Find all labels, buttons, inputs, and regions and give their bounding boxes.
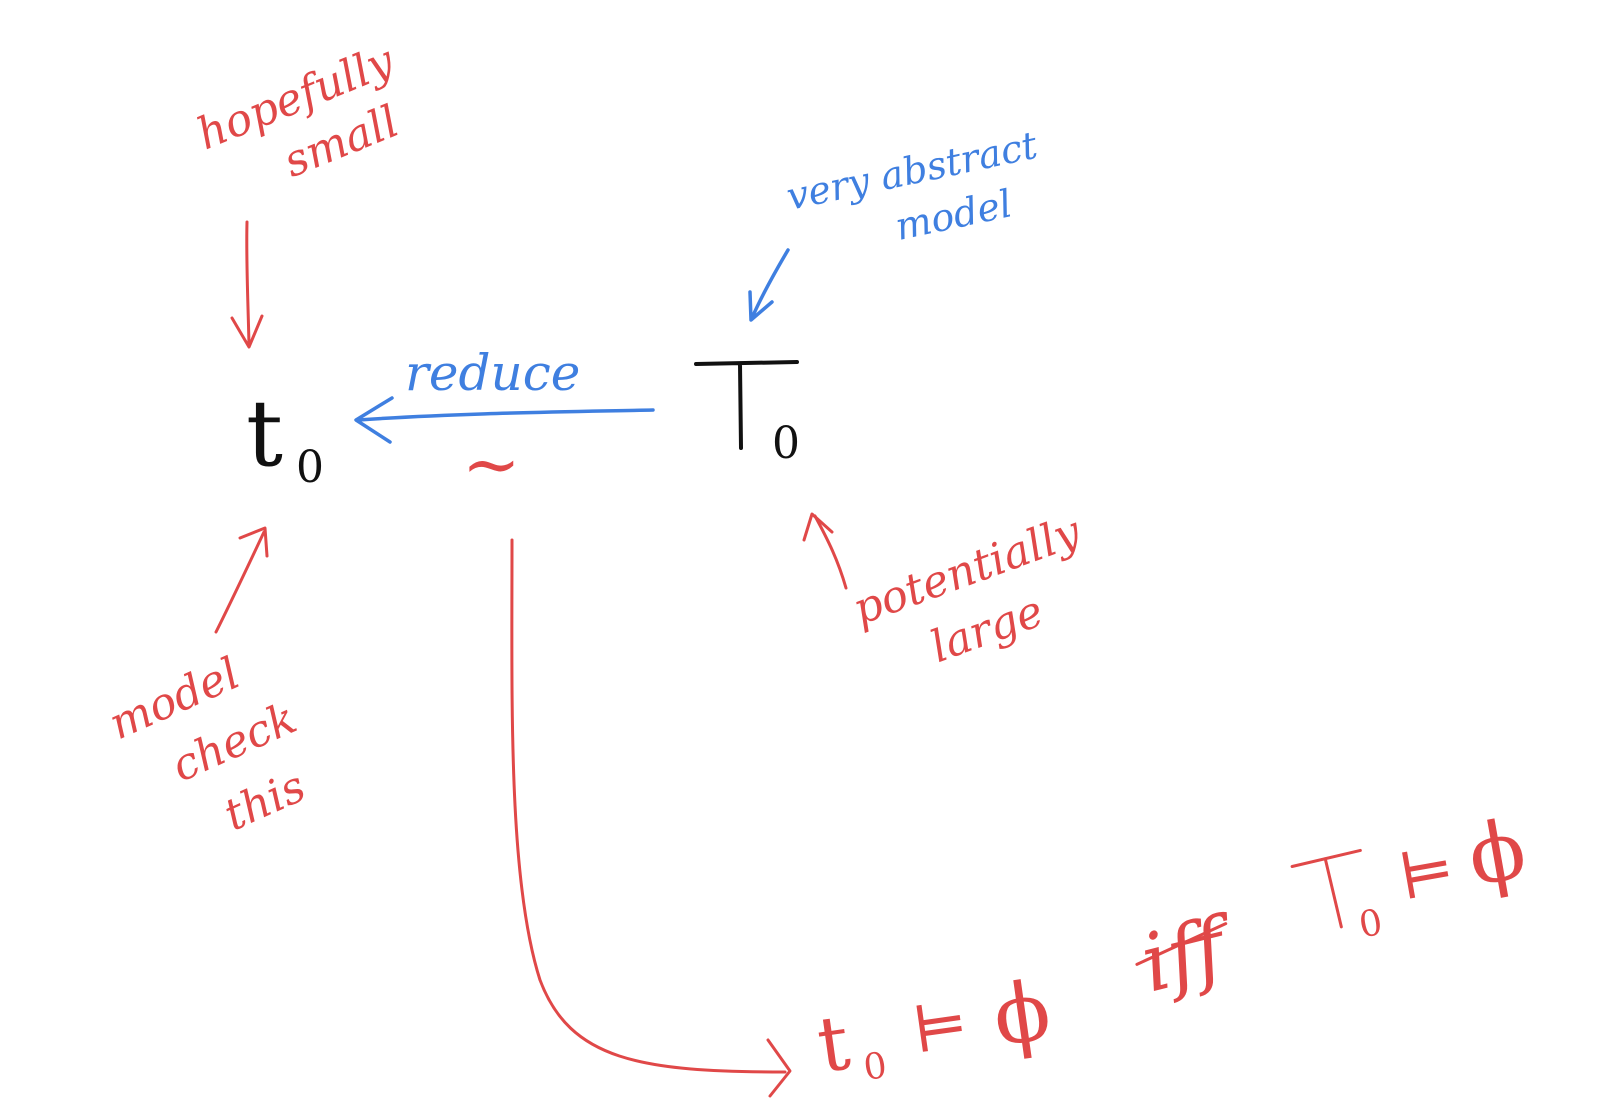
equivalence-rhs-entails: ⊨: [1393, 833, 1460, 915]
equivalence-statement: t 0 ⊨ ϕ iff 0 ⊨ ϕ T: [812, 802, 1533, 1090]
check-note-arrow: [214, 526, 269, 634]
equivalence-rhs-formula: ϕ: [1461, 802, 1533, 905]
node-large-model: 0 T: [694, 360, 800, 469]
large-note: potentially large: [846, 506, 1088, 673]
equivalence-lhs-subscript: 0: [861, 1045, 889, 1089]
abstract-note-arrow: [748, 248, 790, 322]
check-note-line-3: this: [217, 761, 313, 841]
edge-reduce: reduce ~: [354, 344, 655, 505]
node-small-model: t 0: [246, 380, 324, 493]
edge-reduce-label: reduce: [405, 344, 580, 402]
small-note: hopefully small: [190, 35, 406, 188]
node-small-model-symbol: t: [246, 380, 283, 487]
equivalence-rhs-subscript: 0: [1356, 902, 1386, 946]
edge-reduce-relation: ~: [462, 423, 521, 505]
equivalence-arrow: [510, 538, 792, 1098]
equivalence-connective-group: iff: [1132, 897, 1246, 1010]
node-large-model-subscript: 0: [772, 418, 800, 469]
node-small-model-subscript: 0: [296, 442, 324, 493]
large-note-arrow: [802, 512, 848, 590]
check-note: model check this: [102, 648, 313, 841]
equivalence-lhs-entails: ⊨: [908, 988, 973, 1069]
equivalence-connective: iff: [1132, 897, 1246, 1010]
equivalence-lhs-formula: ϕ: [988, 963, 1057, 1065]
equivalence-rhs: 0 ⊨ ϕ T: [1290, 802, 1533, 946]
equivalence-lhs: t 0 ⊨ ϕ: [812, 963, 1057, 1090]
small-note-arrow: [230, 220, 264, 349]
abstract-note: very abstract model: [783, 123, 1042, 249]
equivalence-lhs-symbol: t: [812, 997, 855, 1089]
